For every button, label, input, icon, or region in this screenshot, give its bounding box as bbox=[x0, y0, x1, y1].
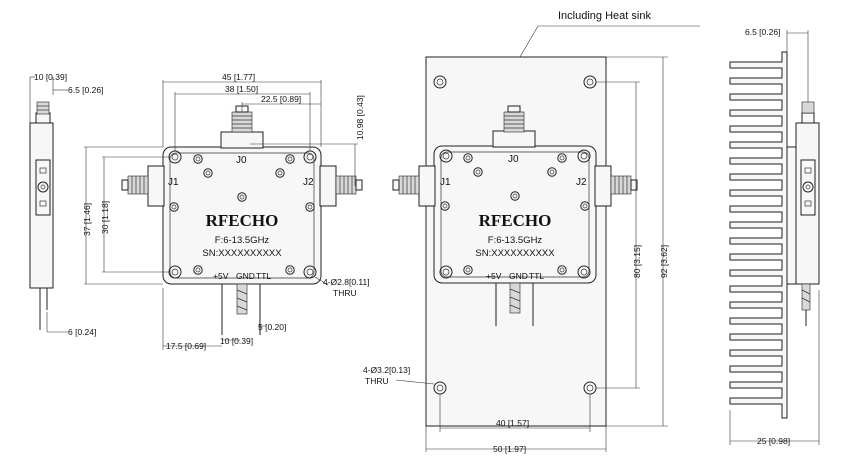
dim-22-5: 22.5 [0.89] bbox=[261, 94, 301, 104]
pin-gnd-hs: GND bbox=[509, 271, 528, 281]
hole-thru-hs: THRU bbox=[365, 376, 389, 386]
dim-50: 50 [1.97] bbox=[493, 444, 526, 454]
serial-front: SN:XXXXXXXXXX bbox=[202, 248, 282, 259]
pin-5v-hs: +5V bbox=[486, 271, 502, 281]
dim-38: 38 [1.50] bbox=[225, 84, 258, 94]
dim-6: 6 [0.24] bbox=[68, 327, 96, 337]
dim-30: 30 [1.18] bbox=[100, 201, 110, 234]
dim-80: 80 [3.15] bbox=[632, 245, 642, 278]
freq-front: F:6-13.5GHz bbox=[215, 235, 270, 246]
dim-25: 25 [0.98] bbox=[757, 436, 790, 446]
pin-ttl-hs: TTL bbox=[529, 271, 544, 281]
hole-note-hs: 4-Ø3.2[0.13] bbox=[363, 365, 410, 375]
dim-37: 37 [1.46] bbox=[82, 203, 92, 236]
heatsink-side-view: 6.5 [0.26] 25 [0.98] bbox=[729, 27, 820, 446]
dim-17-5: 17.5 [0.69] bbox=[166, 341, 206, 351]
port-j2-label: J2 bbox=[303, 177, 314, 188]
dim-92: 92 [3.62] bbox=[659, 245, 669, 278]
hole-note-front: 4-Ø2.8[0.11] bbox=[323, 277, 370, 287]
dim-6-5-side: 6.5 [0.26] bbox=[745, 27, 780, 37]
dim-40: 40 [1.57] bbox=[496, 418, 529, 428]
pin-ttl-front: TTL bbox=[256, 271, 271, 281]
port-j2-label-hs: J2 bbox=[576, 177, 587, 188]
dim-5: 5 [0.20] bbox=[258, 322, 286, 332]
brand-logo-hs: RFECHO bbox=[479, 211, 552, 230]
port-j1-label-hs: J1 bbox=[440, 177, 451, 188]
left-side-view: 10 [0.39] 6.5 [0.26] 6 [0.24] bbox=[29, 72, 103, 337]
port-j0-label-hs: J0 bbox=[508, 154, 519, 165]
serial-hs: SN:XXXXXXXXXX bbox=[475, 248, 555, 259]
pin-5v-front: +5V bbox=[213, 271, 229, 281]
dim-10b: 10 [0.39] bbox=[220, 336, 253, 346]
brand-logo-front: RFECHO bbox=[206, 211, 279, 230]
dim-6-5: 6.5 [0.26] bbox=[68, 85, 103, 95]
front-view: J0 J1 J2 RFECHO F:6-13.5GHz SN:XXXXXXXXX… bbox=[82, 72, 370, 351]
heatsink-view: Including Heat sink bbox=[363, 10, 700, 454]
pin-gnd-front: GND bbox=[236, 271, 255, 281]
port-j0-label: J0 bbox=[236, 155, 247, 166]
dim-10: 10 [0.39] bbox=[34, 72, 67, 82]
dim-45: 45 [1.77] bbox=[222, 72, 255, 82]
dim-10-98: 10.98 [0.43] bbox=[355, 95, 365, 140]
heatsink-label: Including Heat sink bbox=[558, 10, 651, 22]
freq-hs: F:6-13.5GHz bbox=[488, 235, 543, 246]
hole-thru-front: THRU bbox=[333, 288, 357, 298]
port-j1-label: J1 bbox=[168, 177, 179, 188]
